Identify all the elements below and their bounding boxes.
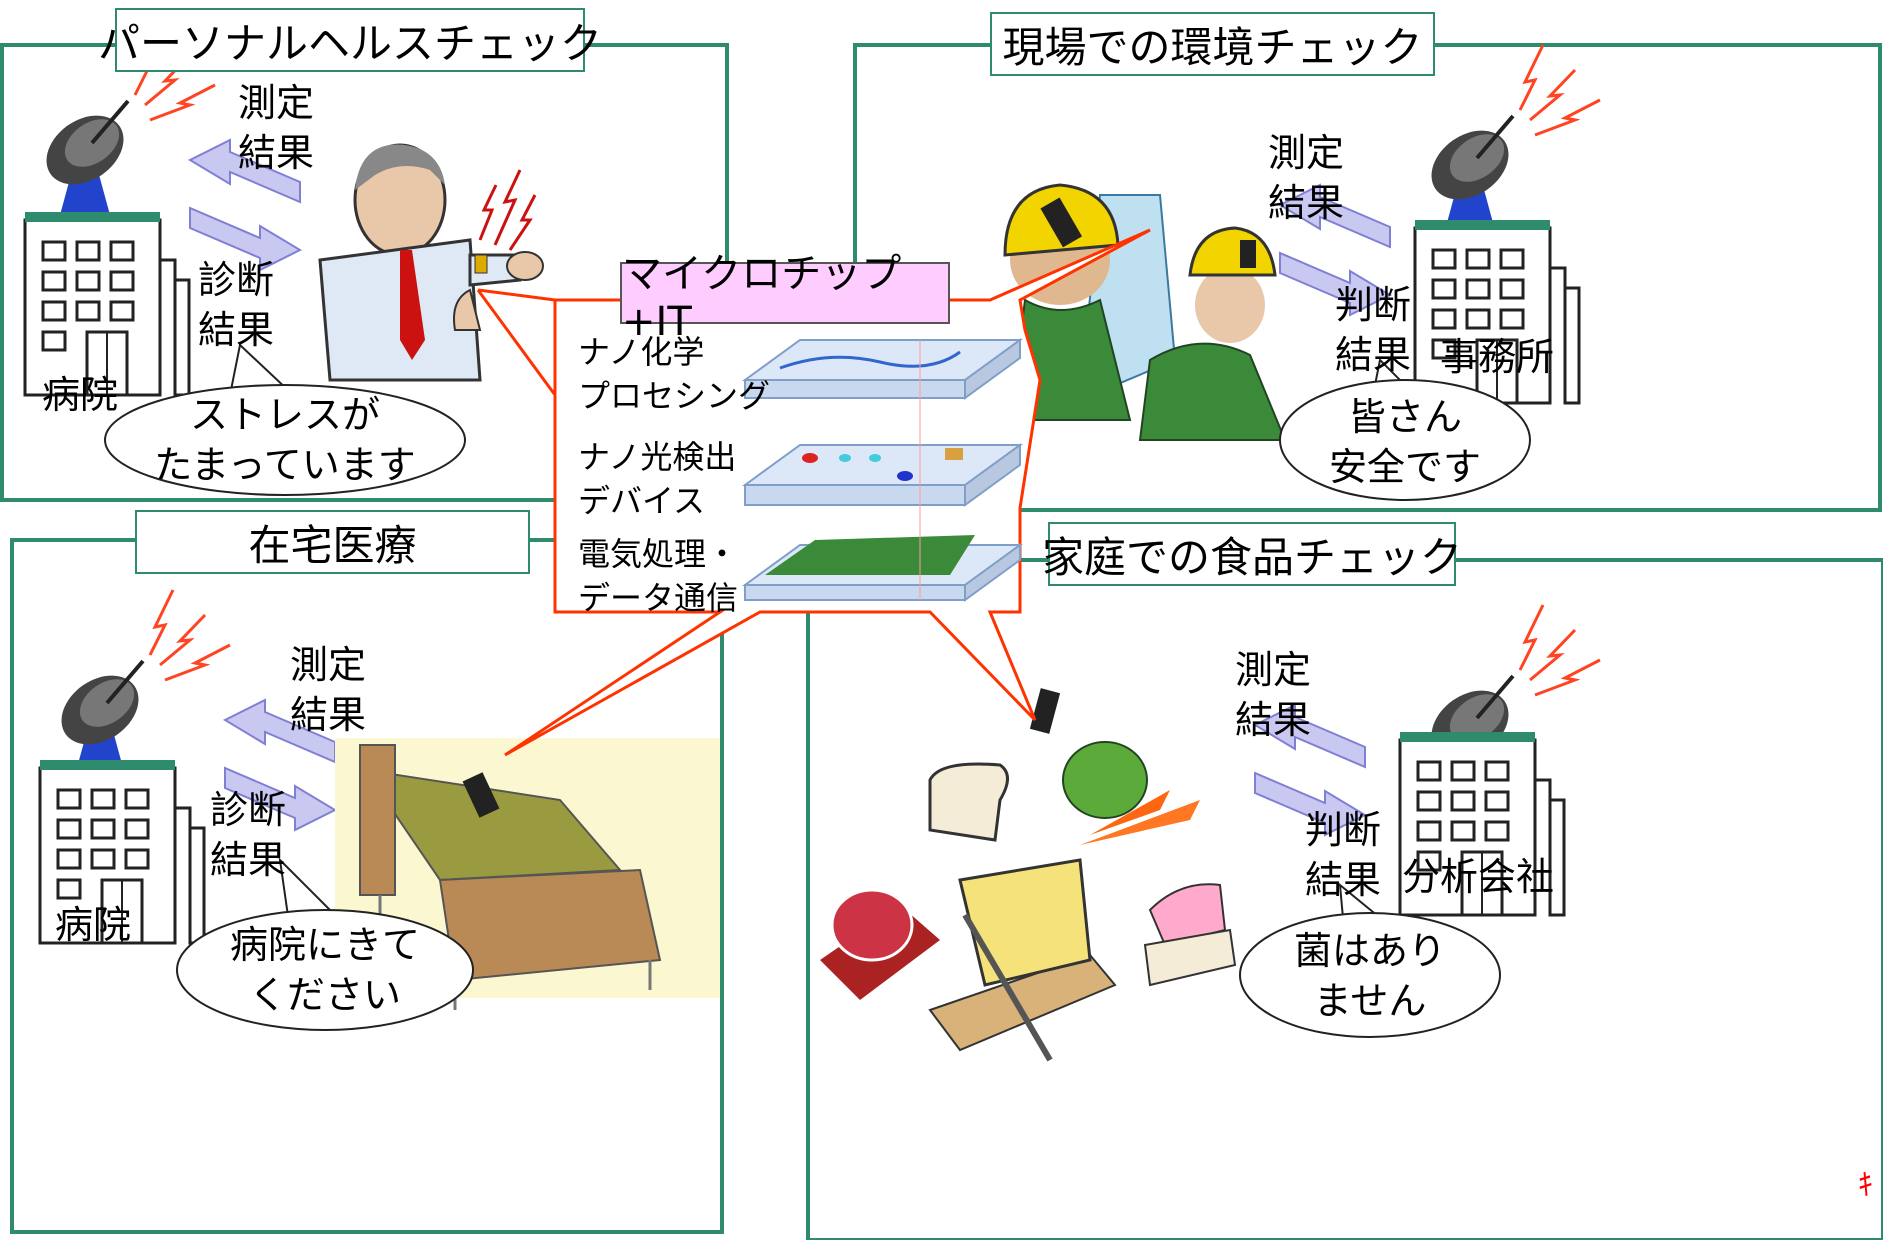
food-bubble-text: 菌はあり ません (1265, 926, 1475, 1026)
label-line: 結果 (1235, 698, 1312, 742)
personal-speech-bubble (104, 384, 466, 496)
label-line: 診断 (198, 258, 275, 302)
bubble-line: ません (1313, 979, 1427, 1023)
food-place-label: 分析会社 (1402, 855, 1555, 899)
label-line: 測定 (1235, 648, 1312, 692)
personal-measure-label: 測定 結果 (238, 78, 314, 178)
workers-icon (1003, 183, 1287, 441)
personal-panel-title: パーソナルヘルスチェック (98, 8, 602, 72)
bubble-line: ください (248, 973, 401, 1017)
homecare-diagnosis-label: 診断 結果 (210, 785, 286, 885)
corner-mark: ｷ (1858, 1168, 1873, 1203)
nano-optical-layer-icon (741, 443, 1024, 507)
satellite-dish-icon (1416, 43, 1602, 232)
label-line: 判断 (1335, 283, 1412, 327)
hospital-building-icon (23, 210, 191, 397)
homecare-panel-title: 在宅医療 (135, 510, 530, 574)
label-line: 結果 (238, 131, 315, 175)
food-items-icon (820, 688, 1237, 1062)
field-measure-label: 測定 結果 (1268, 128, 1344, 228)
label-line: 判断 (1305, 808, 1382, 852)
field-place-label: 事務所 (1440, 335, 1555, 379)
homecare-bubble-text: 病院にきて ください (205, 920, 445, 1020)
label-line: 測定 (238, 81, 315, 125)
layer-line: ナノ化学 (578, 333, 705, 371)
food-judgement-label: 判断 結果 (1305, 805, 1381, 905)
label-line: 結果 (1335, 333, 1412, 377)
layer-line: 電気処理・ (578, 535, 739, 573)
personal-diagnosis-label: 診断 結果 (198, 255, 274, 355)
layer-line: プロセシング (578, 377, 771, 415)
label-line: 結果 (1305, 858, 1382, 902)
label-line: 測定 (290, 643, 367, 687)
homecare-place-label: 病院 (55, 903, 132, 947)
layer-label-nano-optical: ナノ光検出 デバイス (578, 435, 736, 523)
homecare-measure-label: 測定 結果 (290, 640, 366, 740)
label-line: 測定 (1268, 131, 1345, 175)
electrical-layer-icon (741, 535, 1024, 602)
food-measure-label: 測定 結果 (1235, 645, 1311, 745)
microchip-it-title: マイクロチップ+IT (620, 251, 950, 345)
callout-pointer-personal (477, 288, 556, 302)
label-line: 結果 (198, 308, 275, 352)
label-line: 結果 (210, 838, 287, 882)
field-judgement-label: 判断 結果 (1335, 280, 1411, 380)
bed-icon (335, 738, 720, 1010)
layer-line: デバイス (578, 482, 706, 520)
field-speech-bubble (1279, 379, 1531, 501)
layer-line: ナノ光検出 (578, 438, 737, 476)
layer-label-electrical: 電気処理・ データ通信 (578, 532, 738, 620)
label-line: 診断 (210, 788, 287, 832)
bubble-line: 菌はあり (1293, 929, 1446, 973)
layer-label-nano-chemical: ナノ化学 プロセシング (578, 330, 770, 418)
label-line: 結果 (290, 693, 367, 737)
satellite-dish-icon (46, 588, 232, 777)
homecare-speech-bubble (176, 909, 474, 1031)
label-line: 結果 (1268, 181, 1345, 225)
food-speech-bubble (1239, 912, 1501, 1038)
bubble-line: 皆さん (1347, 395, 1462, 439)
businessman-icon (318, 143, 544, 382)
layer-line: データ通信 (578, 579, 739, 617)
nano-chemical-layer-icon (741, 338, 1024, 400)
personal-bubble-text: ストレスが たまっています (150, 390, 420, 490)
field-bubble-text: 皆さん 安全です (1300, 392, 1510, 492)
field-panel-title: 現場での環境チェック (990, 12, 1435, 76)
bubble-line: 病院にきて (229, 923, 420, 967)
personal-place-label: 病院 (42, 373, 119, 417)
bubble-line: ストレスが (189, 393, 380, 437)
bubble-line: 安全です (1328, 445, 1481, 489)
bubble-line: たまっています (154, 443, 416, 487)
food-panel-title: 家庭での食品チェック (1042, 522, 1462, 586)
